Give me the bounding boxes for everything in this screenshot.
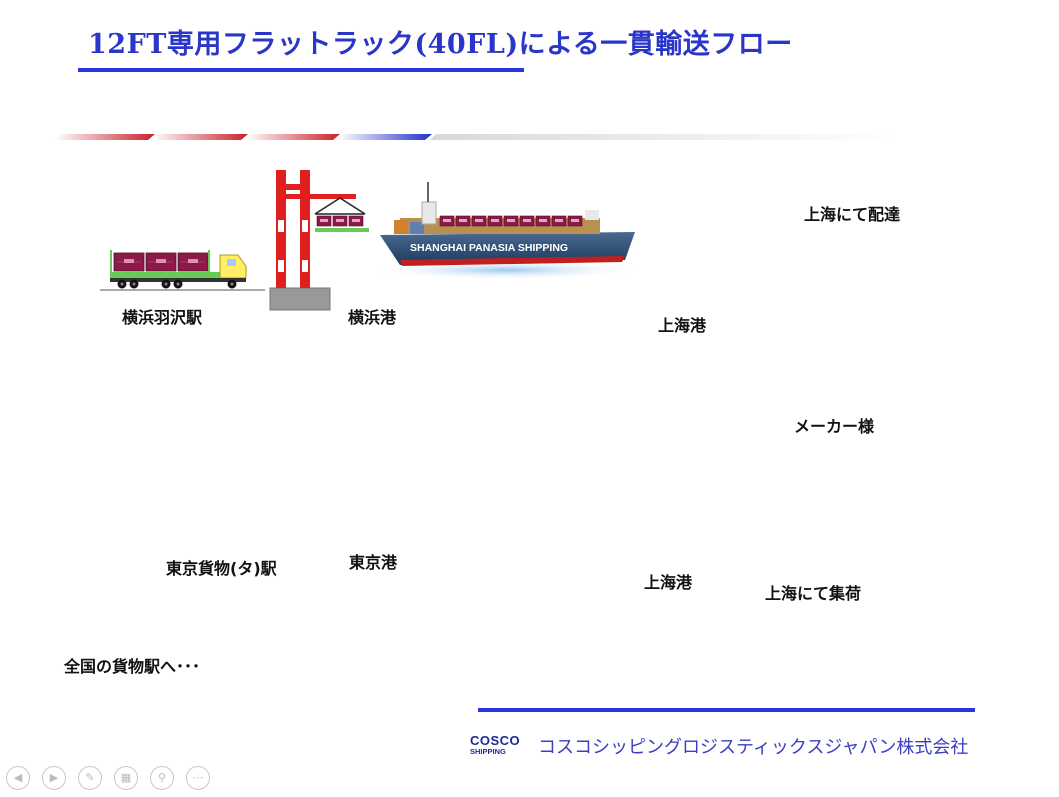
label-nationwide: 全国の貨物駅へ･･･ <box>64 657 201 676</box>
logo-text-cosco: COSCO <box>470 733 521 748</box>
separator-stripe <box>55 134 900 140</box>
crane-yokohama <box>269 169 369 311</box>
label-manufacturer: メーカー様 <box>794 417 875 436</box>
ship-name: SHANGHAI PANASIA SHIPPING <box>410 242 569 254</box>
title-underline <box>78 68 524 72</box>
footer-rule <box>478 708 975 712</box>
label-shanghai-collection: 上海にて集荷 <box>765 584 862 603</box>
label-tokyo-freight-station: 東京貨物(タ)駅 <box>166 559 277 578</box>
logo-text-shipping: SHIPPING <box>470 747 506 756</box>
label-yokohama-hazawa: 横浜羽沢駅 <box>122 308 203 327</box>
label-yokohama-port: 横浜港 <box>348 308 397 327</box>
zoom-icon[interactable]: ⚲ <box>150 766 174 790</box>
pen-icon[interactable]: ✎ <box>78 766 102 790</box>
slides-icon[interactable]: ▦ <box>114 766 138 790</box>
label-tokyo-port: 東京港 <box>349 553 398 572</box>
truck-yokohama <box>110 250 247 289</box>
label-shanghai-port-bottom: 上海港 <box>644 573 693 592</box>
company-name: コスコシッピングロジスティックスジャパン株式会社 <box>538 737 969 758</box>
ship-top <box>365 182 645 280</box>
page-title: 12FT専用フラットラック(40FL)による一貫輸送フロー <box>88 29 793 60</box>
next-icon[interactable]: ▶ <box>42 766 66 790</box>
more-icon[interactable]: ⋯ <box>186 766 210 790</box>
label-shanghai-delivery: 上海にて配達 <box>804 205 901 224</box>
prev-icon[interactable]: ◀ <box>6 766 30 790</box>
label-shanghai-port-top: 上海港 <box>658 316 707 335</box>
